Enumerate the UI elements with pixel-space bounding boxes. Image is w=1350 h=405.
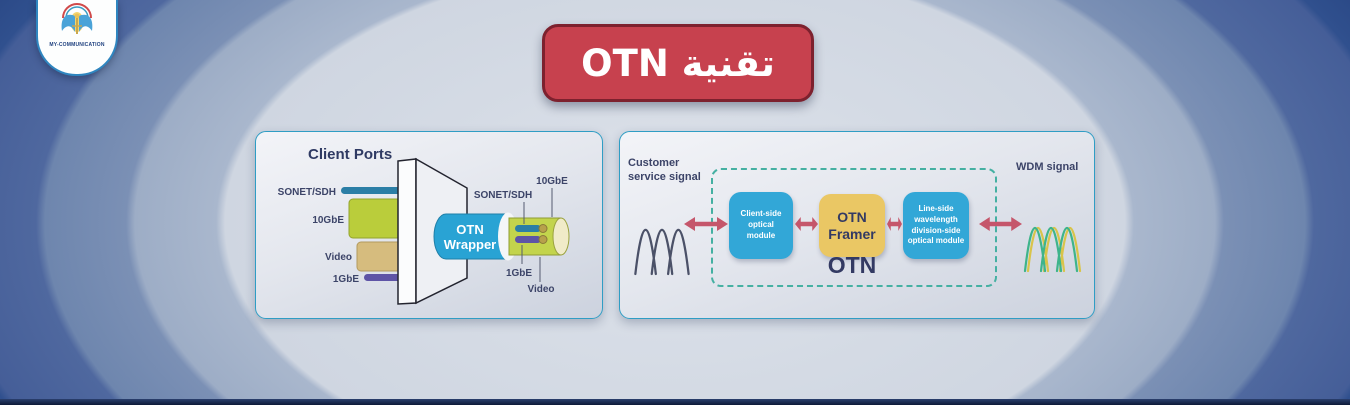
onegbe-inner-bar <box>515 236 541 243</box>
company-logo-badge: MY-COMMUNICATION <box>36 0 118 76</box>
bottom-edge-band <box>0 399 1350 405</box>
video-out-label: Video <box>527 284 554 295</box>
wdm-signal-label: WDM signal <box>1016 161 1079 173</box>
onegbe-bar <box>364 274 402 281</box>
wrapper-label-line1: OTN <box>456 222 483 237</box>
otn-group-label: OTN <box>827 252 877 278</box>
double-arrow-icon <box>795 217 818 231</box>
onegbe-out-label: 1GbE <box>506 268 532 279</box>
otn-wrapper-cylinder <box>433 213 509 260</box>
title-banner: تقنية OTN <box>542 24 814 102</box>
otn-node-panel: Customer service signal Client-side opti… <box>619 131 1095 319</box>
page-title: تقنية OTN <box>581 41 775 85</box>
video-bar <box>356 241 404 272</box>
sonet-inner-knob <box>538 224 548 233</box>
wdm-signal-wave-icon <box>1023 226 1082 273</box>
onegbe-inner-knob <box>538 235 548 244</box>
line-side-optical-module: Line-side wavelength division-side optic… <box>903 192 969 259</box>
client-ports-panel: Client Ports SONET/SDH 10GbE Video 1GbE <box>255 131 603 319</box>
tengbe-out-label: 10GbE <box>536 176 568 187</box>
slab-front-face <box>397 158 417 305</box>
inner-cylinder-cap <box>552 217 570 256</box>
customer-signal-wave-icon <box>634 228 690 276</box>
client-ports-title: Client Ports <box>308 146 393 163</box>
sonet-bar <box>341 187 401 194</box>
otn-framer-module: OTN Framer <box>819 194 885 257</box>
client-side-optical-module: Client-side optical module <box>729 192 793 259</box>
phoenix-wings-icon <box>61 3 93 34</box>
double-arrow-icon <box>684 217 728 231</box>
wrapper-label-line2: Wrapper <box>444 237 497 252</box>
onegbe-in-label: 1GbE <box>333 274 359 285</box>
double-arrow-icon <box>979 217 1022 231</box>
customer-signal-label: Customer service signal <box>628 157 701 184</box>
double-arrow-icon <box>887 217 902 231</box>
logo-text: MY-COMMUNICATION <box>49 42 105 48</box>
sonet-inner-bar <box>515 225 541 232</box>
sonet-in-label: SONET/SDH <box>278 187 336 198</box>
video-in-label: Video <box>325 252 352 263</box>
sonet-out-label: SONET/SDH <box>474 190 532 201</box>
otn-dashed-boundary <box>711 168 997 287</box>
tengbe-bar <box>348 198 402 239</box>
tengbe-in-label: 10GbE <box>312 215 344 226</box>
otn-wrapper-diagram: SONET/SDH 10GbE Video 1GbE OTN Wrapper <box>278 157 570 305</box>
